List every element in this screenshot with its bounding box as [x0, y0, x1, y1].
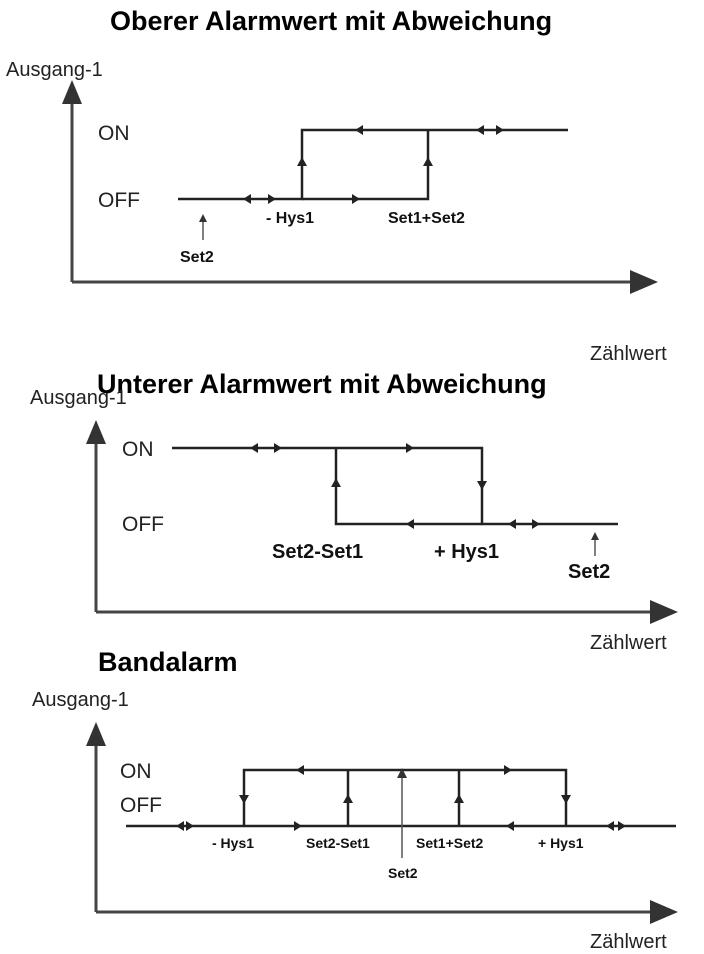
x-axis-label: Zählwert: [590, 931, 667, 953]
direction-arrow-icon: [239, 795, 249, 804]
panel-title: Bandalarm: [98, 647, 238, 677]
on-band: [242, 768, 568, 826]
marker-label: Set2-Set1: [306, 835, 370, 851]
y-axis-arrow-icon: [62, 80, 82, 104]
direction-arrow-icon: [297, 157, 307, 166]
pointer-arrow-icon: [397, 768, 407, 778]
direction-arrow-icon: [343, 794, 353, 803]
off-label: OFF: [120, 794, 162, 817]
marker-label: Set1+Set2: [416, 835, 484, 851]
marker-label: + Hys1: [538, 835, 584, 851]
direction-arrow-icon: [606, 821, 614, 831]
y-axis-arrow-icon: [86, 420, 106, 444]
marker-label: + Hys1: [434, 541, 499, 563]
direction-arrow-icon: [496, 125, 504, 135]
hysteresis-curve: [172, 446, 618, 526]
x-axis-label: Zählwert: [590, 343, 667, 365]
hysteresis-curve-return: [302, 130, 430, 201]
marker-label: Set2: [180, 249, 214, 266]
y-axis-label: Ausgang-1: [30, 387, 127, 409]
direction-arrow-icon: [477, 481, 487, 490]
pointer-arrow-icon: [591, 532, 599, 540]
pointer-arrow-icon: [199, 214, 207, 222]
direction-arrow-icon: [561, 795, 571, 804]
direction-arrow-icon: [532, 519, 540, 529]
direction-arrow-icon: [352, 194, 360, 204]
on-label: ON: [98, 122, 130, 145]
direction-arrow-icon: [423, 157, 433, 166]
direction-arrow-icon: [186, 821, 194, 831]
direction-arrow-icon: [406, 443, 414, 453]
direction-arrow-icon: [294, 821, 302, 831]
on-label: ON: [120, 760, 152, 783]
direction-arrow-icon: [331, 478, 341, 487]
direction-arrow-icon: [506, 821, 514, 831]
direction-arrow-icon: [176, 821, 184, 831]
direction-arrow-icon: [504, 765, 512, 775]
x-axis-label: Zählwert: [590, 632, 667, 654]
y-axis-label: Ausgang-1: [32, 689, 129, 711]
x-axis-arrow-icon: [650, 900, 678, 924]
x-axis-arrow-icon: [650, 600, 678, 624]
off-label: OFF: [98, 189, 140, 212]
off-label: OFF: [122, 513, 164, 536]
marker-label: - Hys1: [212, 835, 254, 851]
direction-arrow-icon: [618, 821, 626, 831]
panel-title: Unterer Alarmwert mit Abweichung: [97, 369, 547, 399]
direction-arrow-icon: [454, 794, 464, 803]
panel-upper-alarm: Oberer Alarmwert mit Abweichung Ausgang-…: [6, 6, 667, 365]
x-axis-arrow-icon: [630, 270, 658, 294]
marker-label: - Hys1: [266, 210, 314, 227]
direction-arrow-icon: [508, 519, 516, 529]
direction-arrow-icon: [243, 194, 251, 204]
hysteresis-curve: [178, 128, 568, 201]
direction-arrow-icon: [268, 194, 276, 204]
panel-lower-alarm: Unterer Alarmwert mit Abweichung Ausgang…: [30, 369, 678, 654]
direction-arrow-icon: [355, 125, 363, 135]
marker-label: Set2: [568, 561, 610, 583]
direction-arrow-icon: [406, 519, 414, 529]
direction-arrow-icon: [274, 443, 282, 453]
panel-title: Oberer Alarmwert mit Abweichung: [110, 6, 552, 36]
on-label: ON: [122, 438, 154, 461]
marker-label: Set1+Set2: [388, 210, 465, 227]
panel-band-alarm: Bandalarm Ausgang-1 Zählwert ON OFF - Hy…: [32, 647, 678, 953]
marker-label: Set2-Set1: [272, 541, 363, 563]
hysteresis-curve-return: [334, 448, 482, 526]
marker-label: Set2: [388, 865, 418, 881]
y-axis-label: Ausgang-1: [6, 59, 103, 81]
y-axis-arrow-icon: [86, 722, 106, 746]
direction-arrow-icon: [476, 125, 484, 135]
direction-arrow-icon: [250, 443, 258, 453]
direction-arrow-icon: [296, 765, 304, 775]
